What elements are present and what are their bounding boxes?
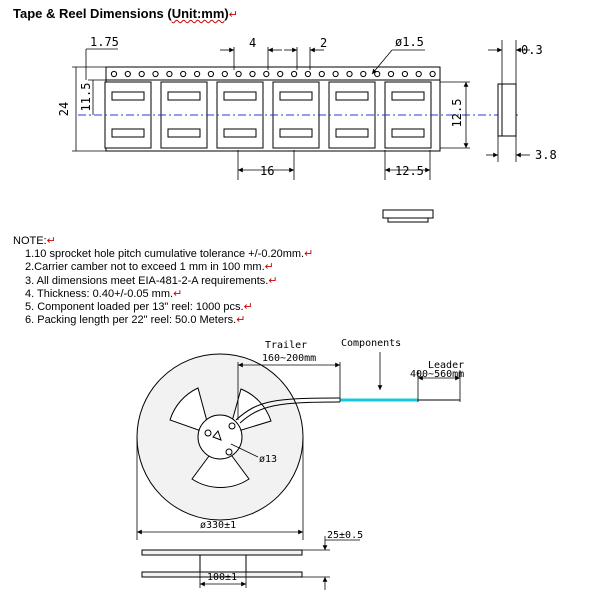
label-trailer-len: 160~200mm bbox=[262, 353, 316, 364]
label-components: Components bbox=[341, 338, 401, 349]
sprocket-hole bbox=[166, 70, 173, 78]
arrow-icon bbox=[212, 429, 222, 441]
sprocket-hole bbox=[346, 70, 353, 78]
sprocket-hole bbox=[374, 70, 381, 78]
sprocket-hole bbox=[152, 70, 159, 78]
label-trailer: Trailer bbox=[265, 340, 307, 351]
sprocket-hole bbox=[304, 70, 311, 78]
sprocket-holes bbox=[110, 70, 436, 78]
dim-hole-dia: ø1.5 bbox=[395, 35, 424, 49]
label-leader: Leader bbox=[428, 360, 464, 371]
tape-side-view bbox=[486, 40, 530, 162]
note-6: 6. Packing length per 22" reel: 50.0 Met… bbox=[25, 314, 237, 327]
sprocket-hole bbox=[194, 70, 201, 78]
sprocket-hole bbox=[110, 70, 118, 78]
dim-pitch16: 16 bbox=[260, 164, 274, 178]
notes-block: NOTE:↵ 1.10 sprocket hole pitch cumulati… bbox=[13, 235, 314, 327]
sprocket-hole bbox=[124, 70, 131, 78]
note-4: 4. Thickness: 0.40+/-0.05 mm. bbox=[25, 287, 174, 300]
dim-t03: 0.3 bbox=[521, 43, 543, 57]
note-3: 3. All dimensions meet EIA-481-2-A requi… bbox=[25, 274, 269, 287]
sprocket-hole bbox=[318, 70, 325, 78]
label-outer: ø330±1 bbox=[200, 520, 236, 531]
label-core: 100±1 bbox=[207, 572, 237, 583]
sprocket-hole bbox=[387, 70, 395, 78]
reel-side-view bbox=[141, 536, 360, 590]
dim-p2: 2 bbox=[320, 36, 327, 50]
return-mark-icon: ↵ bbox=[228, 9, 238, 21]
sprocket-hole bbox=[277, 70, 284, 78]
note-2: 2.Carrier camber not to exceed 1 mm in 1… bbox=[25, 261, 265, 274]
dim-h115: 11.5 bbox=[79, 83, 93, 112]
sprocket-hole bbox=[221, 70, 228, 78]
dim-d38: 3.8 bbox=[535, 148, 557, 162]
tape-dimension-lines bbox=[72, 47, 470, 180]
sprocket-hole bbox=[180, 70, 187, 78]
dim-pitch4: 4 bbox=[249, 36, 256, 50]
sprocket-hole bbox=[360, 70, 367, 78]
sprocket-hole bbox=[138, 70, 145, 78]
dim-edge: 1.75 bbox=[90, 35, 119, 49]
sprocket-hole bbox=[429, 70, 436, 78]
label-width: 25±0.5 bbox=[327, 530, 363, 541]
dim-pocket125: 12.5 bbox=[395, 164, 424, 178]
pocket bbox=[384, 81, 432, 149]
dim-w125: 12.5 bbox=[450, 99, 464, 128]
pocket bbox=[160, 81, 208, 149]
sprocket-hole bbox=[263, 70, 270, 78]
note-1: 1.10 sprocket hole pitch cumulative tole… bbox=[25, 248, 305, 261]
sprocket-hole bbox=[207, 70, 214, 78]
sprocket-hole bbox=[249, 70, 256, 78]
title-close: ) bbox=[224, 6, 229, 21]
dim-w24: 24 bbox=[57, 102, 71, 116]
sprocket-hole bbox=[291, 70, 298, 78]
label-hub: ø13 bbox=[259, 454, 277, 465]
pocket-section bbox=[382, 209, 434, 223]
title-text: Tape & Reel Dimensions ( bbox=[13, 6, 172, 21]
pocket bbox=[272, 81, 320, 149]
reel-front-view bbox=[136, 352, 461, 540]
tape-top-view bbox=[78, 66, 520, 152]
sprocket-hole bbox=[401, 70, 408, 78]
notes-header: NOTE: bbox=[13, 235, 47, 247]
sprocket-hole bbox=[332, 70, 339, 78]
sprocket-hole bbox=[235, 70, 242, 78]
page-title: Tape & Reel Dimensions (Unit:mm)↵ bbox=[13, 6, 238, 21]
sprocket-hole bbox=[415, 70, 422, 78]
label-leader-len: 400~560mm bbox=[410, 369, 464, 380]
title-unit: Unit:mm bbox=[171, 6, 225, 21]
note-5: 5. Component loaded per 13" reel: 1000 p… bbox=[25, 301, 244, 314]
